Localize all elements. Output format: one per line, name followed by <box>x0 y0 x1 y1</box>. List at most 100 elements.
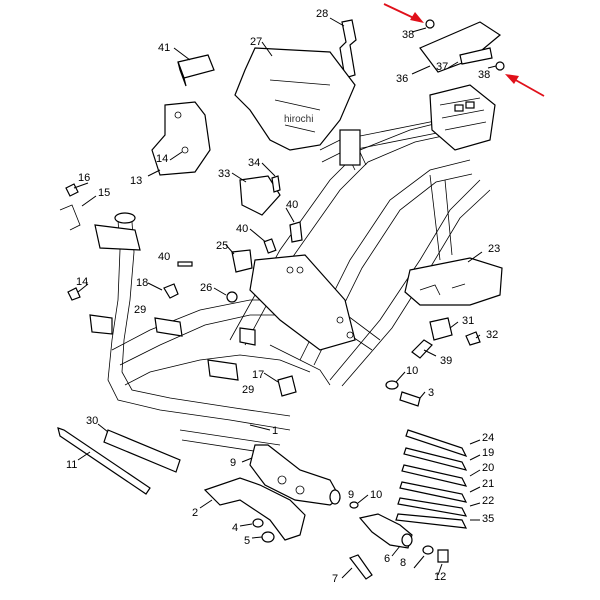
callout-22: 22 <box>482 495 494 507</box>
callout-29-left: 29 <box>134 304 146 316</box>
part-28-bracket <box>339 19 357 79</box>
callout-14-upper: 14 <box>156 153 168 165</box>
callout-23: 23 <box>488 243 500 255</box>
callout-31: 31 <box>462 315 474 327</box>
red-arrow-right <box>505 74 545 97</box>
part-18-clip <box>163 283 179 299</box>
callout-29-right: 29 <box>242 384 254 396</box>
part-11-long-bolt <box>57 427 151 495</box>
callout-1: 1 <box>272 425 278 437</box>
callout-10-upper: 10 <box>406 365 418 377</box>
callout-38-top: 38 <box>402 29 414 41</box>
callout-14-lower: 14 <box>76 276 88 288</box>
callout-16: 16 <box>78 172 90 184</box>
part-26-grommet <box>226 291 238 303</box>
callout-11: 11 <box>66 459 77 471</box>
part-5-bushing <box>261 531 275 543</box>
callout-17: 17 <box>252 369 264 381</box>
part-33-bracket <box>239 175 281 216</box>
part-15-bracket <box>94 224 141 251</box>
callout-25: 25 <box>216 240 228 252</box>
part-32-bolt <box>465 331 481 346</box>
callout-40-upper: 40 <box>286 199 298 211</box>
callout-33: 33 <box>218 168 230 180</box>
part-38-bolt-b <box>495 61 505 71</box>
part-29-pad-b <box>207 359 239 381</box>
callout-labels: 28 38 38 37 36 41 27 14 13 16 15 33 34 4… <box>66 8 500 585</box>
center-plate <box>249 254 356 351</box>
callout-18: 18 <box>136 277 148 289</box>
callout-12: 12 <box>434 571 446 583</box>
part-37-rubber <box>459 47 493 65</box>
callout-39: 39 <box>440 355 452 367</box>
callout-26: 26 <box>200 282 212 294</box>
rear-bracket <box>429 84 496 151</box>
part-9-bushing <box>329 489 341 505</box>
callout-19: 19 <box>482 447 494 459</box>
callout-36: 36 <box>396 73 408 85</box>
part-29-pad-a <box>154 317 183 337</box>
callout-38-right: 38 <box>478 69 490 81</box>
callout-10-lower: 10 <box>370 489 382 501</box>
callout-6: 6 <box>384 553 390 565</box>
part-30-bar <box>103 429 181 473</box>
part-4-collar <box>252 518 264 528</box>
part-2-link <box>203 477 306 541</box>
callout-5: 5 <box>244 535 250 547</box>
part-34-bolt <box>271 175 281 193</box>
part-22-tie <box>397 497 468 517</box>
callout-8: 8 <box>400 557 406 569</box>
part-21-tie <box>399 481 468 503</box>
part-31-bracket <box>429 317 453 341</box>
callout-40-left: 40 <box>158 251 170 263</box>
callout-37: 37 <box>436 61 448 73</box>
part-12-nut <box>437 549 449 563</box>
callout-40-mid: 40 <box>236 223 248 235</box>
part-38-bolt-a <box>425 19 435 29</box>
part-40-lower <box>177 261 193 267</box>
callout-24: 24 <box>482 432 494 444</box>
part-17-bracket <box>277 375 297 397</box>
callout-32: 32 <box>486 329 498 341</box>
part-40-upper <box>289 221 303 243</box>
callout-41: 41 <box>158 42 170 54</box>
callout-9-right: 9 <box>348 489 354 501</box>
callout-7: 7 <box>332 573 338 585</box>
part-13-bracket <box>151 101 211 176</box>
part-23-plate <box>404 257 503 306</box>
callout-35: 35 <box>482 513 494 525</box>
watermark-text: hirochi <box>284 114 313 125</box>
part-25-bracket <box>231 249 253 273</box>
callout-15: 15 <box>98 187 110 199</box>
callout-21: 21 <box>482 478 494 490</box>
frame-gusset <box>339 129 361 166</box>
part-16-bolt <box>65 183 79 197</box>
part-39-clip <box>411 339 433 359</box>
callout-4: 4 <box>232 522 238 534</box>
callout-30: 30 <box>86 415 98 427</box>
part-36-plate <box>419 21 502 73</box>
callout-9-left: 9 <box>230 457 236 469</box>
part-10-washer-lower <box>349 501 359 509</box>
head-pipe-top <box>114 212 136 224</box>
part-27-cover <box>234 47 356 151</box>
red-arrow-top <box>383 3 424 23</box>
part-41-block <box>177 54 215 79</box>
callout-13: 13 <box>130 175 142 187</box>
part-24-tie <box>405 429 468 458</box>
part-7-bolt <box>349 554 373 580</box>
part-19-tie <box>403 447 468 471</box>
part-10-washer <box>385 380 399 390</box>
callout-27: 27 <box>250 36 262 48</box>
part-35-tie <box>395 513 468 529</box>
callout-34: 34 <box>248 157 260 169</box>
callout-3: 3 <box>428 387 434 399</box>
cable-ties <box>395 429 481 529</box>
part-3-bolt <box>399 391 421 407</box>
callout-28: 28 <box>316 8 328 20</box>
callout-20: 20 <box>482 462 494 474</box>
part-14-bolt <box>67 287 81 301</box>
main-frame <box>107 84 496 456</box>
callout-2: 2 <box>192 507 198 519</box>
